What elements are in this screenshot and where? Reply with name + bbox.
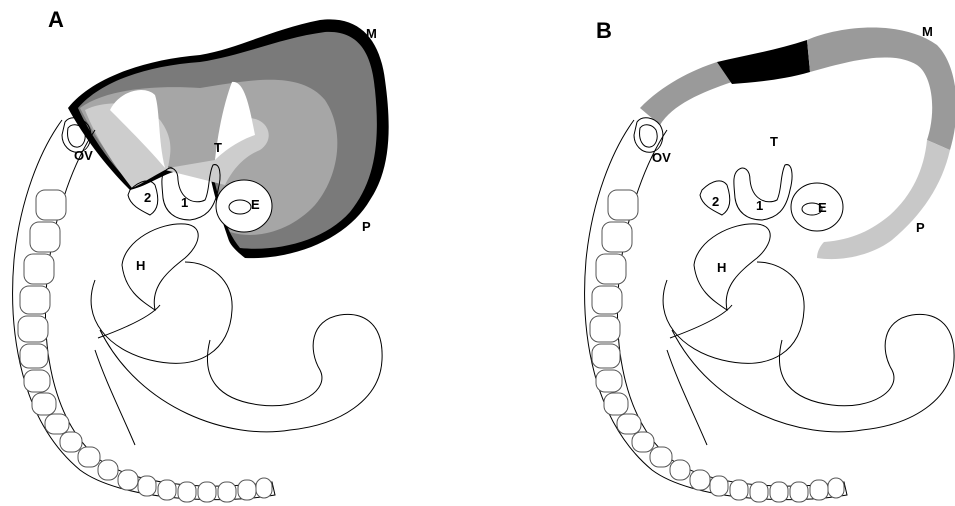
panel-b-letter: B	[596, 18, 612, 43]
panel-a-eye	[216, 180, 272, 232]
panel-a-label-t: T	[214, 140, 222, 155]
panel-b: B M T OV E P H 1 2	[585, 18, 955, 502]
panel-b-label-e: E	[818, 200, 827, 215]
panel-a-label-2: 2	[144, 190, 151, 205]
panel-a: A M T OV E P H 1 2	[13, 7, 389, 502]
panel-b-label-h: H	[717, 260, 726, 275]
panel-b-band-dark-2	[807, 28, 955, 151]
panel-b-label-m: M	[922, 24, 933, 39]
panel-a-label-p: P	[362, 219, 371, 234]
panel-b-label-1: 1	[756, 198, 763, 213]
panel-a-label-h: H	[136, 258, 145, 273]
panel-a-label-1: 1	[181, 195, 188, 210]
panel-b-label-p: P	[916, 220, 925, 235]
panel-b-label-ov: OV	[652, 150, 671, 165]
panel-a-label-e: E	[251, 197, 260, 212]
panel-a-label-m: M	[366, 26, 377, 41]
panel-b-band-dark-1	[640, 62, 732, 125]
panel-a-letter: A	[48, 7, 64, 32]
panel-b-band-black	[717, 40, 810, 84]
panel-a-label-ov: OV	[74, 148, 93, 163]
panel-b-label-t: T	[770, 134, 778, 149]
panel-b-label-2: 2	[712, 194, 719, 209]
panel-b-eye	[791, 183, 843, 231]
